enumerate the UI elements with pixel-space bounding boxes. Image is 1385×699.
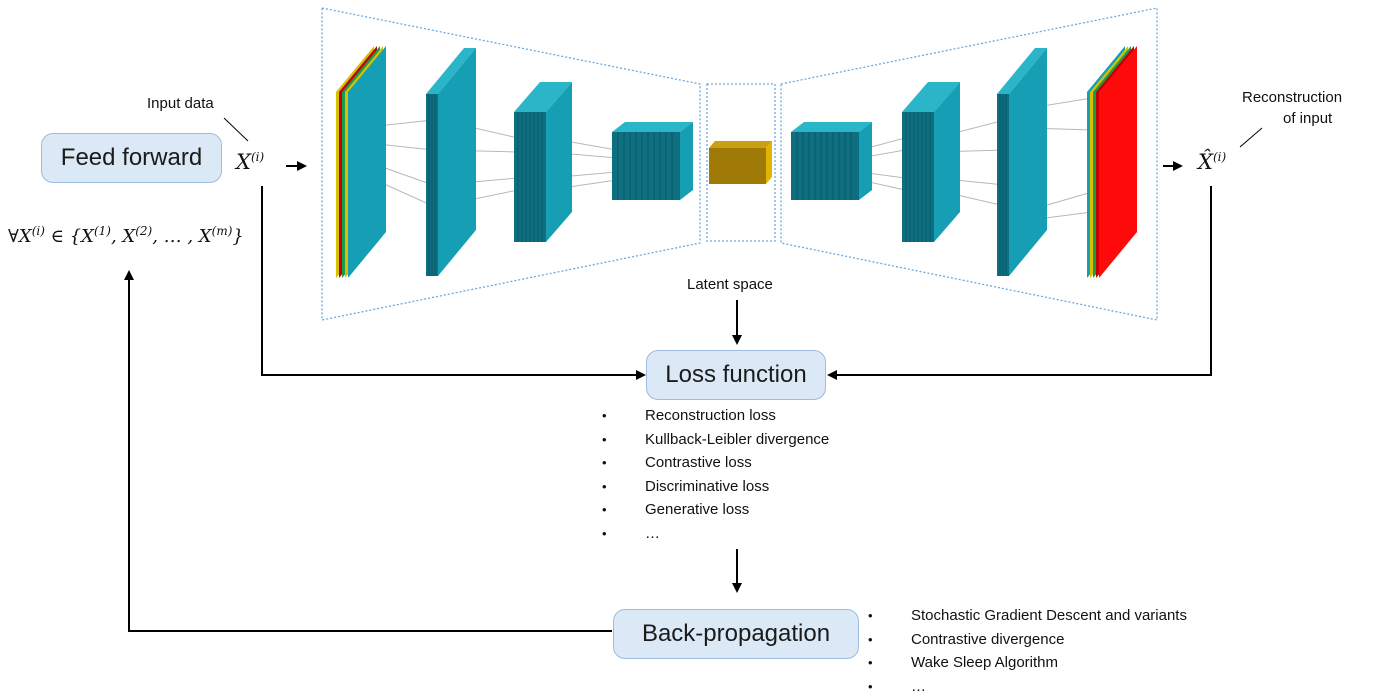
loss-term: Contrastive loss (602, 451, 829, 475)
loss-term: Discriminative loss (602, 475, 829, 499)
reconstruction-symbol: X̂(i) (1198, 150, 1226, 174)
input-symbol-base: X (236, 150, 251, 174)
loss-term: … (602, 522, 829, 546)
input-data-label: Input data (147, 95, 214, 112)
reconstruction-symbol-base: X̂ (1198, 150, 1213, 174)
loss-term: Generative loss (602, 498, 829, 522)
optimizer-item: Wake Sleep Algorithm (868, 651, 1187, 675)
decoder-frame (780, 7, 1158, 321)
formula-sup-2: (2) (135, 224, 153, 238)
input-symbol-sup: (i) (250, 150, 265, 164)
decoder-layer-2 (902, 82, 960, 242)
loss-term: Kullback-Leibler divergence (602, 428, 829, 452)
formula-part-in: ∈ {X (50, 226, 94, 247)
input-to-loss-arrow (261, 186, 646, 380)
reconstruction-label-line1: Reconstruction (1242, 89, 1343, 106)
decoder-layer-3 (997, 48, 1047, 276)
formula-sup-m: (m) (211, 224, 233, 238)
feed-forward-box: Feed forward (41, 133, 222, 183)
training-set-formula: ∀X(i) ∈ {X(1), X(2), … , X(m)} (8, 224, 244, 247)
output-layer-stack (1087, 46, 1137, 278)
input-layer-stack (336, 46, 386, 278)
loss-term: Reconstruction loss (602, 404, 829, 428)
encoder-layer-1 (426, 48, 476, 276)
input-data-leader (223, 117, 249, 142)
reconstruction-leader (1239, 127, 1263, 148)
encoder-frame (321, 7, 701, 321)
formula-part-end: } (232, 226, 244, 247)
decoder-layer-1 (791, 122, 872, 200)
formula-sup-1: (1) (93, 224, 111, 238)
encoder-layer-3 (612, 122, 693, 200)
latent-frame (706, 83, 776, 242)
output-to-loss-arrow (827, 186, 1212, 380)
loss-function-box: Loss function (646, 350, 826, 400)
back-propagation-box: Back-propagation (613, 609, 859, 659)
optimizer-item: Contrastive divergence (868, 628, 1187, 652)
reconstruction-symbol-sup: (i) (1212, 150, 1227, 164)
formula-part-mid1: , X (110, 226, 136, 247)
optimizers-list: Stochastic Gradient Descent and variants… (868, 604, 1187, 698)
reconstruction-label-line2: of input (1283, 110, 1333, 127)
formula-part-mid2: , … , X (152, 226, 212, 247)
formula-part-forall: ∀X (8, 226, 32, 247)
backprop-to-input-arrow (124, 270, 612, 632)
input-symbol: X(i) (236, 150, 264, 174)
latent-code-block (709, 141, 772, 184)
optimizer-item: Stochastic Gradient Descent and variants (868, 604, 1187, 628)
latent-space-label: Latent space (687, 276, 773, 293)
encoder-layer-2 (514, 82, 572, 242)
formula-sup-i: (i) (31, 224, 45, 238)
optimizer-item: … (868, 675, 1187, 699)
loss-terms-list: Reconstruction loss Kullback-Leibler div… (602, 404, 829, 545)
